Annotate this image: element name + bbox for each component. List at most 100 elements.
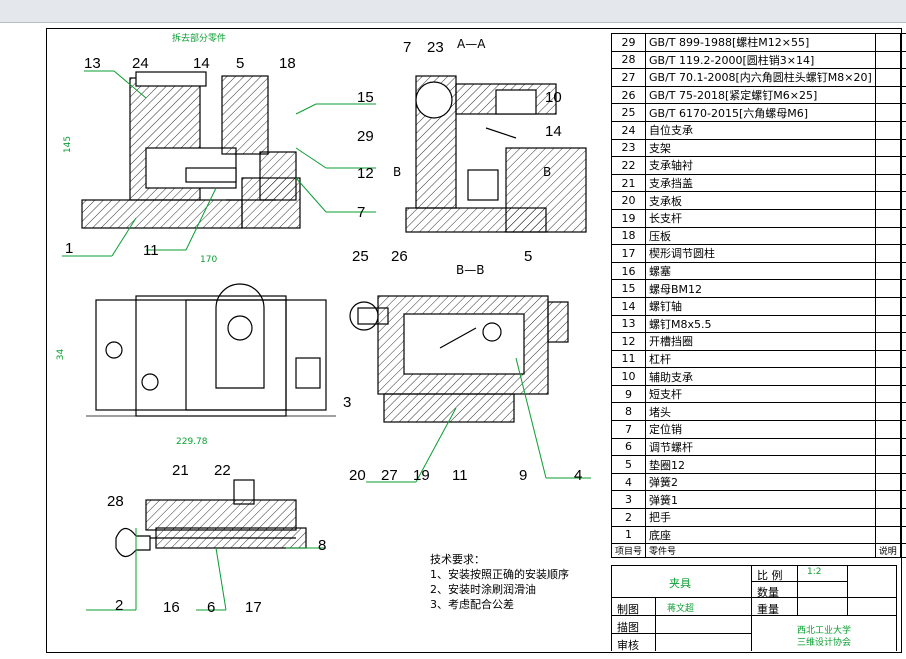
- bom-cell-nm: 开槽挡圈: [645, 332, 876, 351]
- bom-cell-no: 3: [610, 490, 647, 510]
- notes-heading: 技术要求：: [430, 553, 485, 566]
- dim-width: 170: [200, 255, 218, 265]
- bom-cell-ex2: [899, 120, 906, 140]
- title-block: 夹具 比 例 1:2 数量 重量 制图 蒋文超 描图 审核 西北工业大学 三维设…: [611, 565, 897, 652]
- callout-15: 15: [357, 89, 374, 106]
- callout-14b: 14: [545, 123, 562, 140]
- bom-row: 3弹簧11: [610, 490, 906, 510]
- callout-11b: 11: [452, 467, 468, 484]
- bom-cell-no: 28: [610, 50, 647, 70]
- callout-19: 19: [413, 467, 430, 484]
- callout-7a: 7: [357, 204, 366, 221]
- bom-row: 5垫圈121: [610, 455, 906, 474]
- org-line-1: 西北工业大学: [797, 626, 852, 636]
- callout-1: 1: [65, 240, 74, 257]
- title-name: 夹具: [669, 577, 691, 590]
- bom-cell-ex1: [874, 50, 901, 70]
- view-b-label-1: B: [393, 165, 402, 179]
- section-bb-view: [349, 295, 569, 423]
- callout-9: 9: [519, 467, 528, 484]
- bom-cell-nm: 支承挡盖: [645, 173, 876, 193]
- callout-18: 18: [279, 55, 296, 72]
- drawing-top-title: 拆去部分零件: [172, 34, 227, 44]
- bom-cell-ex2: [899, 68, 906, 87]
- bom-row: 10辅助支承1: [610, 367, 906, 386]
- bom-cell-no: 29: [610, 33, 647, 52]
- bom-cell-ex2: [899, 103, 906, 122]
- technical-notes: 技术要求： 1、安装按照正确的安装顺序 2、安装时涂刷润滑油 3、考虑配合公差: [430, 552, 569, 612]
- bom-cell-nm: 弹簧1: [645, 490, 876, 510]
- bom-cell-ex1: [874, 367, 901, 386]
- bom-cell-nm: 短支杆: [645, 384, 876, 404]
- bom-cell-ex2: [899, 296, 906, 316]
- front-view: [81, 71, 301, 229]
- callout-23: 23: [427, 39, 444, 56]
- bom-cell-ex2: [899, 490, 906, 510]
- bom-cell-ex2: [899, 208, 906, 228]
- bom-cell-no: 21: [610, 173, 647, 193]
- bom-cell-no: 27: [610, 68, 647, 87]
- bom-cell-ex2: [899, 525, 906, 545]
- bom-cell-ex1: [874, 85, 901, 105]
- count-label: 数量: [757, 586, 779, 599]
- detail-view: [115, 479, 307, 558]
- callout-29: 29: [357, 128, 374, 145]
- callout-8: 8: [318, 537, 327, 554]
- bom-cell-ex1: [874, 33, 901, 52]
- bom-cell-ex2: [899, 420, 906, 439]
- bom-header-ex1: 说明: [874, 543, 901, 559]
- bom-cell-nm: 螺钉轴: [645, 296, 876, 316]
- bom-cell-no: 7: [610, 420, 647, 439]
- callout-22: 22: [214, 462, 231, 479]
- bom-cell-no: 26: [610, 85, 647, 105]
- bom-cell-ex1: [874, 103, 901, 122]
- bom-cell-ex2: [899, 244, 906, 263]
- bom-row: 6调节螺杆1: [610, 437, 906, 457]
- bom-cell-ex2: [899, 402, 906, 422]
- bom-cell-ex1: [874, 508, 901, 527]
- bom-cell-nm: 垫圈12: [645, 455, 876, 474]
- callout-27: 27: [381, 467, 398, 484]
- bom-cell-no: 24: [610, 120, 647, 140]
- bom-cell-ex1: [874, 384, 901, 404]
- bom-cell-ex2: [899, 455, 906, 474]
- bom-cell-ex1: [874, 402, 901, 422]
- weight-label: 重量: [757, 603, 779, 616]
- bom-cell-nm: 定位销: [645, 420, 876, 439]
- bom-cell-no: 25: [610, 103, 647, 122]
- bom-cell-nm: 自位支承: [645, 120, 876, 140]
- bom-cell-ex2: [899, 138, 906, 158]
- bom-cell-ex2: [899, 191, 906, 210]
- callout-12: 12: [357, 165, 374, 182]
- bom-cell-ex2: [899, 173, 906, 193]
- bom-cell-ex2: [899, 85, 906, 105]
- bom-cell-no: 6: [610, 437, 647, 457]
- section-bb-label: B—B: [456, 263, 485, 277]
- bom-row: 21支承挡盖1: [610, 173, 906, 193]
- bom-cell-nm: 支架: [645, 138, 876, 158]
- notes-item-3: 3、考虑配合公差: [430, 598, 514, 611]
- callout-24: 24: [132, 55, 149, 72]
- bom-row: 4弹簧21: [610, 472, 906, 492]
- view-b-label-2: B: [543, 165, 552, 179]
- review-label: 审核: [617, 639, 639, 652]
- dim-total: 229.78: [176, 437, 208, 447]
- bom-header-ex2: [899, 543, 906, 559]
- section-aa-view: [405, 75, 587, 233]
- bom-cell-no: 10: [610, 367, 647, 386]
- callout-6: 6: [207, 599, 216, 616]
- bom-row: 22支承轴衬1: [610, 156, 906, 175]
- callout-21: 21: [172, 462, 189, 479]
